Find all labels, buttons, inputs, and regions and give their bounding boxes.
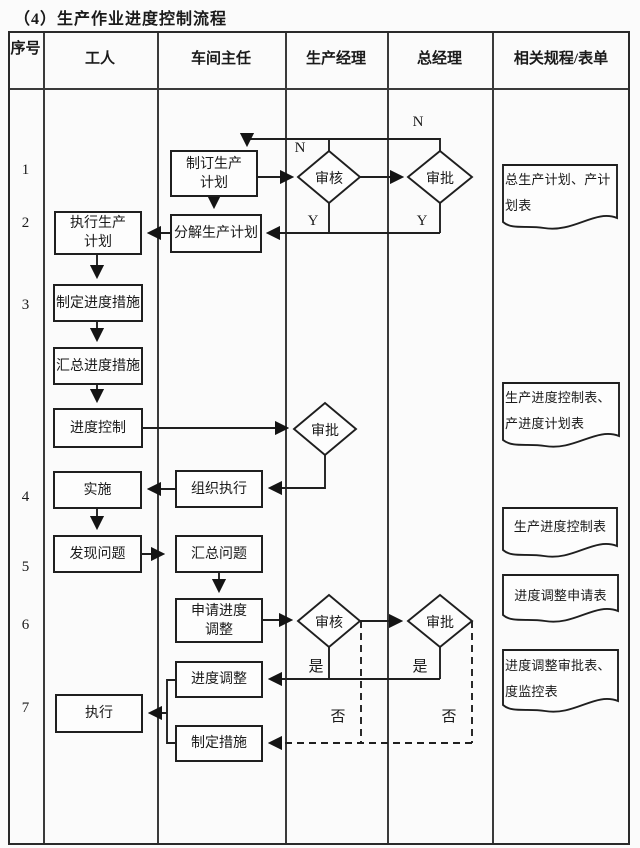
label-approve-1: 审批 <box>426 172 454 187</box>
node-summarize-progress-measures: 汇总进度措施 <box>53 347 143 385</box>
branch-no-approve3: 否 <box>441 709 457 725</box>
header-related-forms: 相关规程/表单 <box>513 51 609 67</box>
branch-yes-approve3: 是 <box>412 659 428 675</box>
header-workshop-director: 车间主任 <box>190 51 251 67</box>
label-review-2: 审核 <box>315 616 343 631</box>
branch-no-review2: 否 <box>330 709 346 725</box>
document-label-2: 生产进度控制表、产进度计划表 <box>505 390 611 431</box>
node-summarize-problems: 汇总问题 <box>175 535 263 573</box>
header-divider <box>10 88 628 90</box>
node-make-production-plan: 制订生产计划 <box>170 150 258 197</box>
node-find-problems: 发现问题 <box>53 535 142 573</box>
column-divider <box>387 33 389 843</box>
branch-y-review1: Y <box>307 213 319 229</box>
row-number-7: 7 <box>21 700 30 716</box>
swimlane-table <box>8 31 630 845</box>
row-number-6: 6 <box>21 617 30 633</box>
node-apply-progress-adjustment: 申请进度调整 <box>175 598 263 643</box>
document-label-4: 进度调整申请表 <box>514 588 607 603</box>
page-title: （4）生产作业进度控制流程 <box>14 11 228 28</box>
document-label-1: 总生产计划、产计划表 <box>505 172 611 213</box>
header-worker: 工人 <box>84 51 115 67</box>
node-progress-adjustment: 进度调整 <box>175 661 263 698</box>
column-divider <box>43 33 45 843</box>
row-number-4: 4 <box>21 489 30 505</box>
node-progress-control: 进度控制 <box>53 408 143 448</box>
label-approve-3: 审批 <box>426 616 454 631</box>
branch-y-approve1: Y <box>416 213 428 229</box>
branch-n-review1: N <box>294 140 306 156</box>
header-production-manager: 生产经理 <box>305 51 366 67</box>
label-approve-2: 审批 <box>311 424 339 439</box>
node-make-progress-measures: 制定进度措施 <box>53 284 143 322</box>
node-organize-execution: 组织执行 <box>175 470 263 508</box>
column-divider <box>492 33 494 843</box>
row-number-2: 2 <box>21 215 30 231</box>
row-number-3: 3 <box>21 297 30 313</box>
label-review-1: 审核 <box>315 172 343 187</box>
row-number-1: 1 <box>21 162 30 178</box>
header-seq: 序号 <box>10 41 41 57</box>
row-number-5: 5 <box>21 559 30 575</box>
document-label-3: 生产进度控制表 <box>513 519 607 534</box>
node-execute-production-plan: 执行生产计划 <box>54 211 142 255</box>
column-divider <box>157 33 159 843</box>
column-divider <box>285 33 287 843</box>
node-execute: 执行 <box>55 694 143 733</box>
header-general-manager: 总经理 <box>416 51 462 67</box>
document-label-5: 进度调整审批表、度监控表 <box>505 658 611 699</box>
node-implement: 实施 <box>53 471 142 509</box>
node-make-measures: 制定措施 <box>175 725 263 762</box>
branch-n-approve1: N <box>412 114 424 130</box>
node-decompose-production-plan: 分解生产计划 <box>170 214 262 253</box>
branch-yes-review2: 是 <box>308 659 324 675</box>
